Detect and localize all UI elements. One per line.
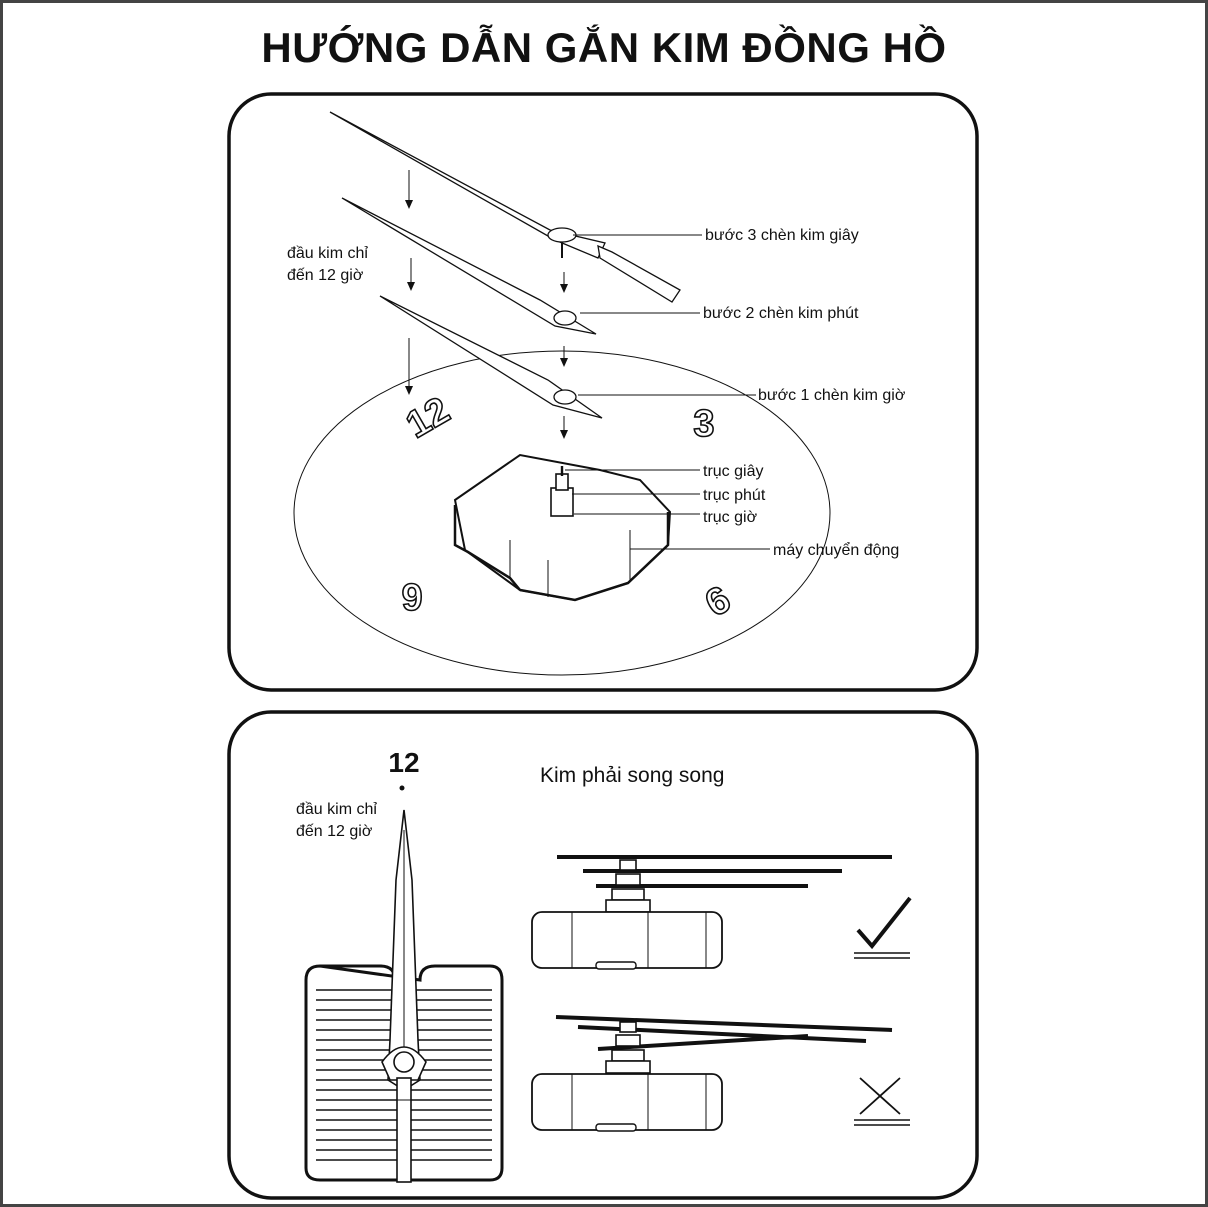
cross-mark-icon	[854, 1077, 910, 1126]
dial-number-12: 12	[388, 747, 419, 778]
label-second-shaft: trục giây	[703, 463, 763, 480]
parallel-heading: Kim phải song song	[540, 764, 724, 787]
insertion-arrows	[405, 170, 568, 439]
label-minute-shaft: trục phút	[703, 487, 766, 504]
label-tip-line1: đầu kim chỉ	[296, 801, 377, 818]
label-movement: máy chuyển động	[773, 541, 899, 559]
second-hand	[329, 111, 681, 303]
dial-number-6: 6	[401, 575, 422, 617]
panel-alignment-check: 12 đầu kim chỉ đến 12 giờ	[227, 710, 979, 1200]
panel-assembly-steps: 12 3 6 9	[227, 92, 979, 692]
label-tip-line2: đến 12 giờ	[296, 823, 373, 840]
side-view-correct	[531, 855, 892, 970]
label-tip-line2: đến 12 giờ	[287, 267, 364, 284]
hour-hand	[379, 295, 603, 419]
label-step1-hour-hand: bước 1 chèn kim giờ	[758, 387, 906, 404]
label-step2-minute-hand: bước 2 chèn kim phút	[703, 305, 859, 322]
page-title: HƯỚNG DẪN GẮN KIM ĐỒNG HỒ	[261, 23, 946, 71]
leader-lines	[565, 234, 770, 550]
label-tip-line1: đầu kim chỉ	[287, 245, 368, 262]
minute-hand	[341, 197, 597, 335]
label-hour-shaft: trục giờ	[703, 509, 758, 526]
clock-movement	[453, 453, 672, 602]
twelve-dot	[399, 785, 405, 791]
side-view-wrong	[531, 1015, 893, 1132]
clock-dial	[293, 350, 831, 676]
dial-number-3: 3	[693, 403, 714, 445]
hour-hand-pointing-12	[381, 809, 427, 1183]
check-mark-icon	[854, 896, 912, 959]
label-step3-second-hand: bước 3 chèn kim giây	[705, 227, 859, 244]
